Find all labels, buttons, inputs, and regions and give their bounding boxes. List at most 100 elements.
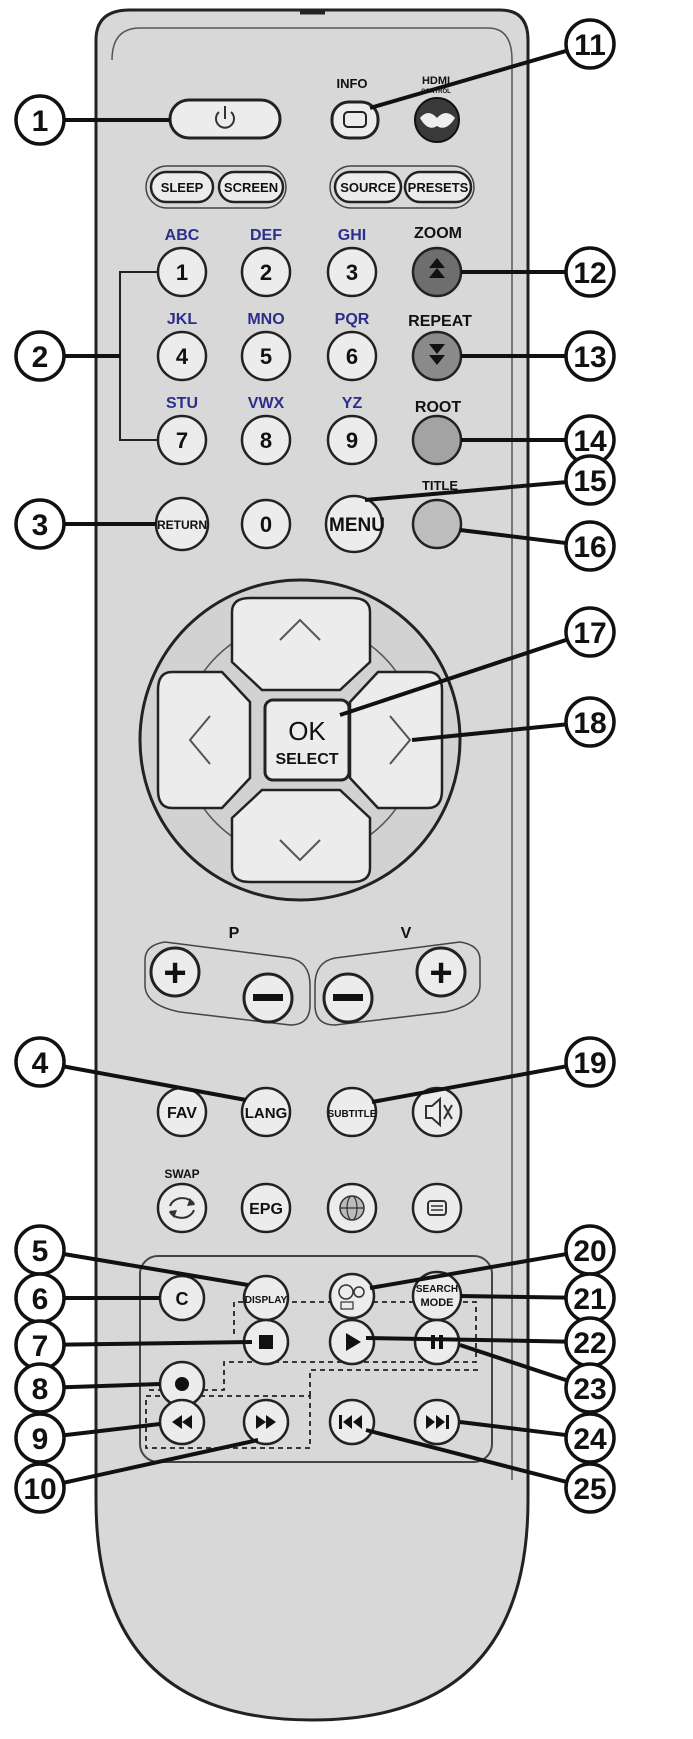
callout-19: 19 <box>371 1036 616 1104</box>
swap-button[interactable] <box>156 1182 208 1234</box>
callout-24: 24 <box>459 1412 616 1464</box>
media-icon <box>338 1284 365 1310</box>
volume-down-button[interactable] <box>322 972 374 1024</box>
digit-5-button[interactable]: 5 <box>240 330 292 382</box>
info-label: INFO <box>336 76 367 91</box>
source-button[interactable]: SOURCE <box>333 170 403 204</box>
root-button[interactable] <box>411 414 463 466</box>
digit-7-button[interactable]: 7 <box>156 414 208 466</box>
letters-label: ABC <box>165 227 200 244</box>
callout-number: 11 <box>574 29 606 62</box>
teletext-button[interactable] <box>411 1182 463 1234</box>
presets-button[interactable]: PRESETS <box>403 170 473 204</box>
digit-label: 1 <box>176 260 188 285</box>
play-button[interactable] <box>328 1318 376 1366</box>
repeat-label: REPEAT <box>408 313 472 330</box>
pause-button[interactable] <box>413 1318 461 1366</box>
menu-button[interactable]: MENU <box>324 494 385 554</box>
callout-number: 8 <box>32 1373 49 1406</box>
mute-button[interactable] <box>411 1086 463 1138</box>
return-label: RETURN <box>157 518 207 532</box>
nav-up-icon <box>279 618 321 641</box>
digit-1-button[interactable]: 1 <box>156 246 208 298</box>
callout-13: 13 <box>461 330 616 382</box>
digit-label: 6 <box>346 344 358 369</box>
digit-9-button[interactable]: 9 <box>326 414 378 466</box>
c-button[interactable]: C <box>158 1274 206 1322</box>
digit-8-button[interactable]: 8 <box>240 414 292 466</box>
zoom-button[interactable] <box>411 246 463 298</box>
nav-left-icon <box>188 715 211 765</box>
plus-icon: + <box>429 951 452 995</box>
media-browser-button[interactable] <box>328 1272 376 1320</box>
title-button[interactable] <box>411 498 463 550</box>
digit-4-button[interactable]: 4 <box>156 330 208 382</box>
digit-6-button[interactable]: 6 <box>326 330 378 382</box>
digit-label: 5 <box>260 344 272 369</box>
program-down-button[interactable] <box>242 972 294 1024</box>
fav-button[interactable]: FAV <box>156 1086 208 1138</box>
subtitle-button[interactable]: SUBTITLE <box>326 1086 378 1138</box>
minus-icon <box>253 994 283 1001</box>
zoom-up-icon <box>429 258 445 278</box>
return-button[interactable]: RETURN <box>154 496 210 552</box>
digit-label: 0 <box>260 512 272 537</box>
screen-button[interactable]: SCREEN <box>217 170 285 204</box>
next-button[interactable] <box>413 1398 461 1446</box>
power-button[interactable] <box>168 98 282 140</box>
digit-2-button[interactable]: 2 <box>240 246 292 298</box>
nav-up-button[interactable] <box>230 596 372 692</box>
letters-label: STU <box>166 395 198 412</box>
previous-button[interactable] <box>328 1398 376 1446</box>
dashed-record-group <box>146 1301 477 1391</box>
digit-0-button[interactable]: 0 <box>240 498 292 550</box>
hdmi-control-label: CONTROL <box>421 89 451 95</box>
sleep-label: SLEEP <box>161 180 204 195</box>
info-button[interactable] <box>330 100 380 140</box>
letters-label: JKL <box>167 311 197 328</box>
callout-number: 20 <box>573 1235 606 1268</box>
callout-20: 20 <box>369 1224 616 1290</box>
hdmi-control-button[interactable] <box>414 97 460 143</box>
title-label: TITLE <box>422 478 458 493</box>
display-button[interactable]: DISPLAY <box>242 1274 290 1322</box>
program-up-button[interactable]: + <box>149 946 201 998</box>
callout-number: 16 <box>573 531 606 564</box>
select-label: SELECT <box>275 751 338 768</box>
callout-2: 2 <box>14 330 120 382</box>
volume-up-button[interactable]: + <box>415 946 467 998</box>
digit-label: 8 <box>260 428 272 453</box>
pause-icon <box>431 1335 443 1349</box>
callout-number: 5 <box>32 1235 49 1268</box>
callout-18: 18 <box>411 696 616 748</box>
mute-icon <box>425 1096 453 1128</box>
dashed-seek-group <box>145 1395 311 1449</box>
digit-3-button[interactable]: 3 <box>326 246 378 298</box>
zoom-label: ZOOM <box>414 225 462 242</box>
subtitle-label: SUBTITLE <box>328 1109 377 1120</box>
globe-button[interactable] <box>326 1182 378 1234</box>
nav-left-button[interactable] <box>156 670 252 810</box>
media-panel <box>139 1255 493 1463</box>
root-label: ROOT <box>415 399 461 416</box>
letters-label: VWX <box>248 395 285 412</box>
fast-forward-button[interactable] <box>242 1398 290 1446</box>
hdmi-icon <box>420 113 455 128</box>
repeat-button[interactable] <box>411 330 463 382</box>
ok-select-button[interactable]: OK SELECT <box>263 698 351 782</box>
info-icon <box>343 111 367 128</box>
search-mode-button[interactable]: SEARCH MODE <box>411 1270 463 1322</box>
nav-down-button[interactable] <box>230 788 372 884</box>
callout-23: 23 <box>459 1343 616 1414</box>
skip-forward-icon <box>426 1415 449 1429</box>
sleep-button[interactable]: SLEEP <box>149 170 215 204</box>
epg-button[interactable]: EPG <box>240 1182 292 1234</box>
minus-icon <box>333 994 363 1001</box>
callout-number: 12 <box>573 257 606 290</box>
fav-label: FAV <box>167 1105 197 1122</box>
callout-number: 25 <box>573 1473 606 1506</box>
rewind-button[interactable] <box>158 1398 206 1446</box>
callout-9: 9 <box>14 1412 161 1464</box>
lang-button[interactable]: LANG <box>240 1086 292 1138</box>
callout-number: 15 <box>573 465 606 498</box>
